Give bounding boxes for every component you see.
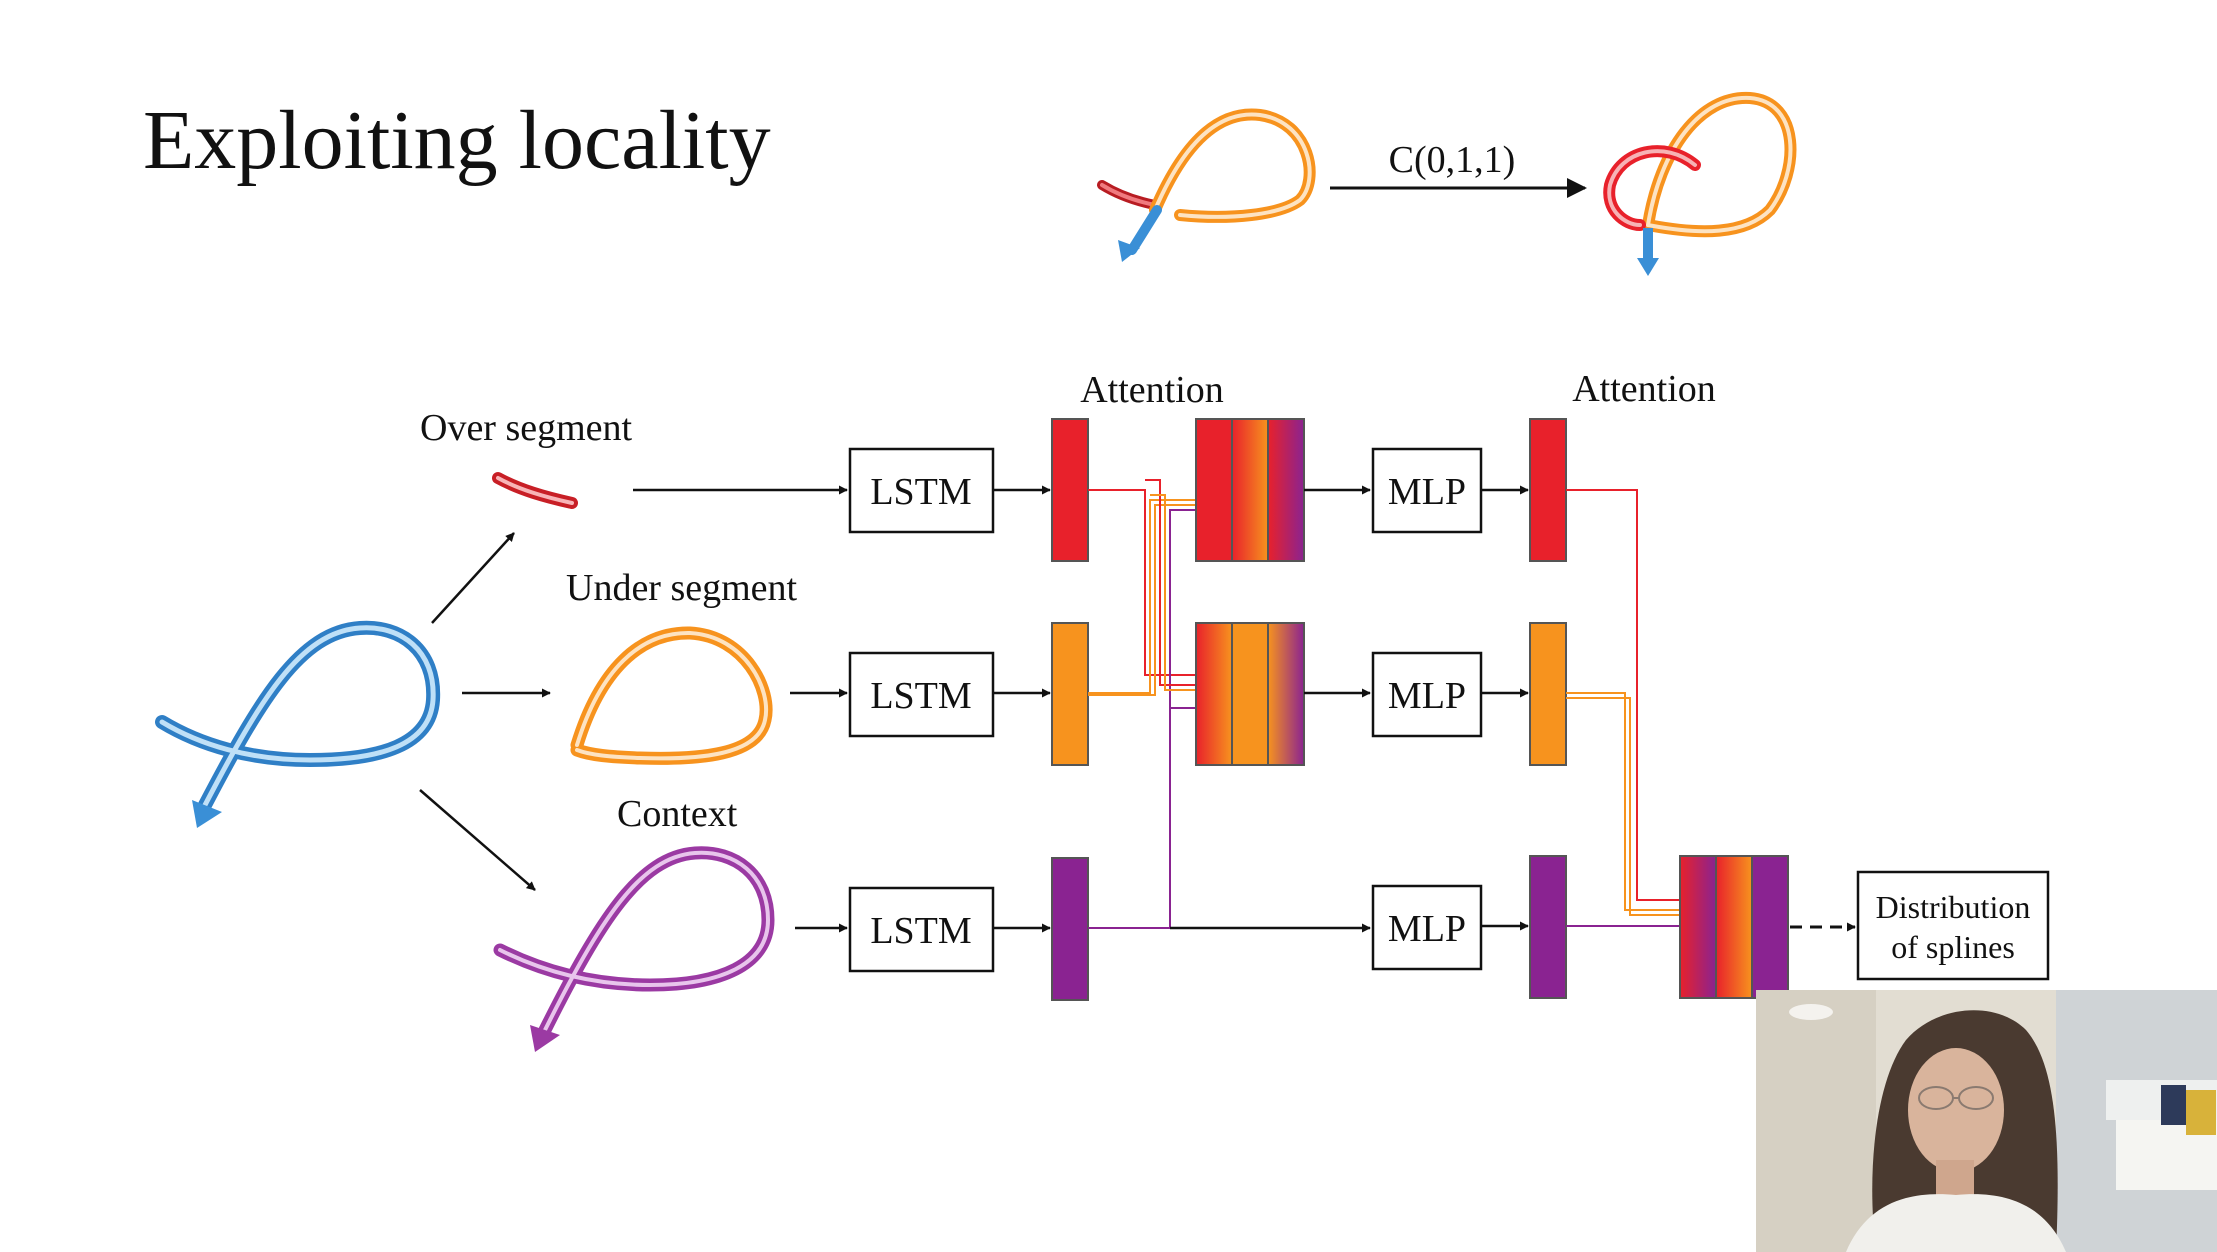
lstm-label-under: LSTM: [870, 675, 971, 717]
embedding2-over-red: [1529, 418, 1567, 562]
embedding2-under-orange: [1529, 622, 1567, 766]
over-segment-red: [492, 472, 578, 509]
lstm-block-over: LSTM: [848, 447, 995, 534]
over-segment-label: Over segment: [420, 407, 633, 449]
embedding-over-red: [1051, 418, 1089, 562]
embedding-under-orange: [1051, 622, 1089, 766]
attention-1-routing-lines: [1088, 479, 1365, 930]
input-loop-blue: [155, 620, 441, 828]
top-example-loop-before: [1097, 108, 1316, 262]
lstm-block-context: LSTM: [848, 886, 995, 973]
slide-title: Exploiting locality: [143, 94, 771, 187]
attention-block-over: [1195, 418, 1305, 562]
lstm-label-context: LSTM: [870, 910, 971, 952]
mlp-label-context: MLP: [1388, 908, 1466, 950]
lstm-label-over: LSTM: [870, 471, 971, 513]
output-box-distribution: Distribution of splines: [1856, 870, 2050, 981]
mlp-label-under: MLP: [1388, 675, 1466, 717]
top-operation-label: C(0,1,1): [1389, 139, 1516, 181]
lstm-block-under: LSTM: [848, 651, 995, 738]
under-segment-orange: [570, 626, 773, 765]
mlp-block-over: MLP: [1371, 447, 1483, 534]
output-label-line2: of splines: [1891, 929, 2015, 965]
mlp-block-context: MLP: [1371, 884, 1483, 971]
embedding-context-purple: [1051, 857, 1089, 1001]
presenter-webcam-video: [1756, 990, 2217, 1252]
under-segment-label: Under segment: [566, 567, 798, 609]
attention-label-2: Attention: [1572, 368, 1716, 410]
context-loop-purple: [493, 846, 775, 1052]
attention-label-1: Attention: [1080, 369, 1224, 411]
split-arrow-to-context: [419, 789, 536, 891]
mlp-label-over: MLP: [1388, 471, 1466, 513]
top-example-knot-after: [1603, 91, 1797, 276]
context-label: Context: [617, 793, 738, 835]
attention-2-routing-lines: [1566, 489, 1680, 927]
embedding2-context-purple: [1529, 855, 1567, 999]
mlp-block-under: MLP: [1371, 651, 1483, 738]
attention-block-final: [1679, 855, 1789, 999]
output-label-line1: Distribution: [1876, 889, 2031, 925]
attention-block-under: [1195, 622, 1305, 766]
split-arrow-to-over: [431, 532, 515, 624]
